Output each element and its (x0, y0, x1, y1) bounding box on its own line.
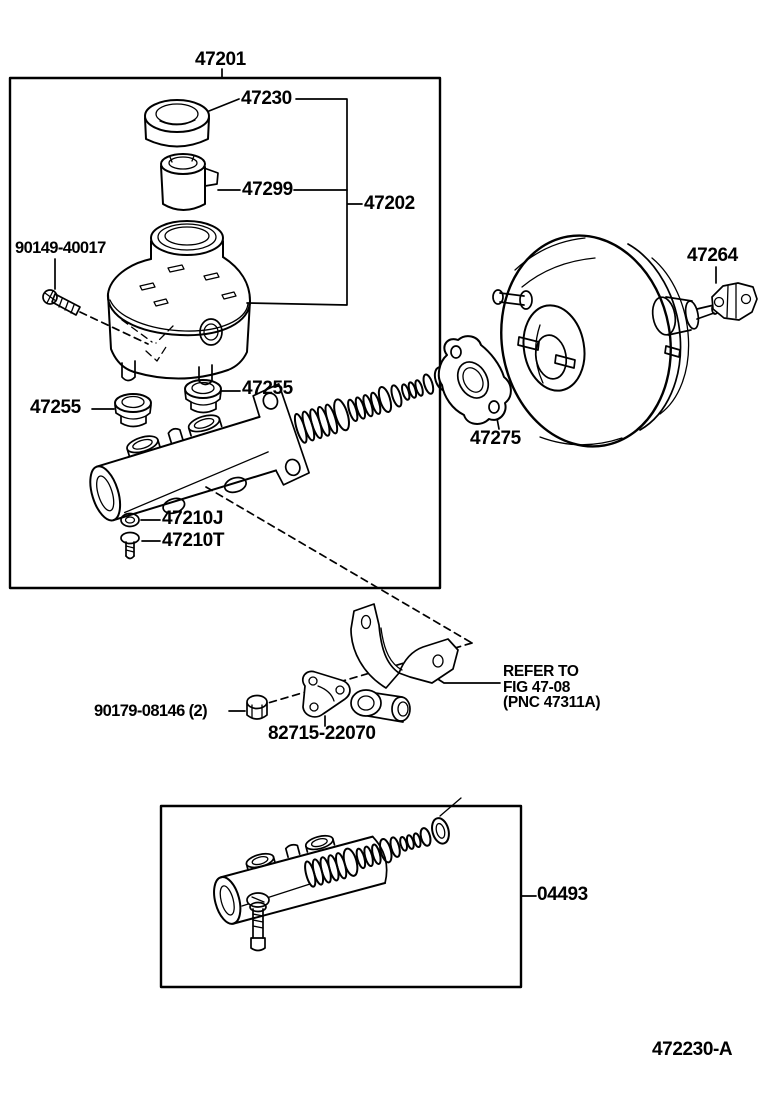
piston-spring-set (293, 366, 451, 444)
kit-bolt-drawing (246, 892, 270, 952)
repair-kit-box (159, 804, 523, 989)
figure-code: 472230-A (652, 1039, 733, 1060)
callout-47255-right: 47255 (242, 378, 293, 399)
mounting-nut-drawing (246, 694, 268, 720)
callout-47275: 47275 (470, 428, 521, 449)
master-cylinder-drawing (89, 366, 451, 522)
callout-47210J: 47210J (162, 508, 224, 529)
refer-note-line1: REFER TO (503, 663, 579, 680)
washer-drawing (120, 512, 140, 528)
bolt-drawing (120, 531, 140, 560)
callout-47210T: 47210T (162, 530, 225, 551)
reservoir-tank-drawing (106, 220, 251, 386)
callout-47255-left: 47255 (30, 397, 81, 418)
kit-axis-line-right (439, 797, 462, 817)
clevis-plate-drawing (301, 670, 351, 718)
callout-90179-08146: 90179-08146 (2) (94, 702, 208, 720)
callout-90149-40017: 90149-40017 (15, 239, 106, 257)
callout-47299: 47299 (242, 179, 293, 200)
refer-note: REFER TO FIG 47-08 (PNC 47311A) (503, 663, 601, 711)
assembly-47201-box (8, 76, 442, 590)
refer-note-line2: FIG 47-08 (503, 678, 571, 696)
callout-47201: 47201 (195, 49, 246, 70)
callout-04493: 04493 (537, 884, 588, 905)
reservoir-screw-drawing (42, 289, 81, 316)
grommet-rear-drawing (184, 379, 222, 414)
callout-47264: 47264 (687, 245, 738, 266)
reservoir-cap-drawing (144, 99, 210, 148)
callout-82715-22070: 82715-22070 (268, 723, 376, 744)
callout-47202: 47202 (364, 193, 415, 214)
pedal-bracket-drawing (350, 603, 459, 723)
dashed-leader-lines (79, 311, 473, 704)
kit-piston-spring-set (304, 817, 450, 888)
grommet-front-drawing (114, 393, 152, 428)
refer-note-line3: (PNC 47311A) (503, 694, 601, 711)
brake-booster-drawing (492, 234, 719, 448)
booster-gasket-drawing (437, 335, 512, 425)
repair-kit-cylinder-drawing (213, 817, 450, 925)
callout-47230: 47230 (241, 88, 292, 109)
reservoir-float-drawing (160, 153, 219, 211)
clevis-drawing (711, 282, 758, 321)
